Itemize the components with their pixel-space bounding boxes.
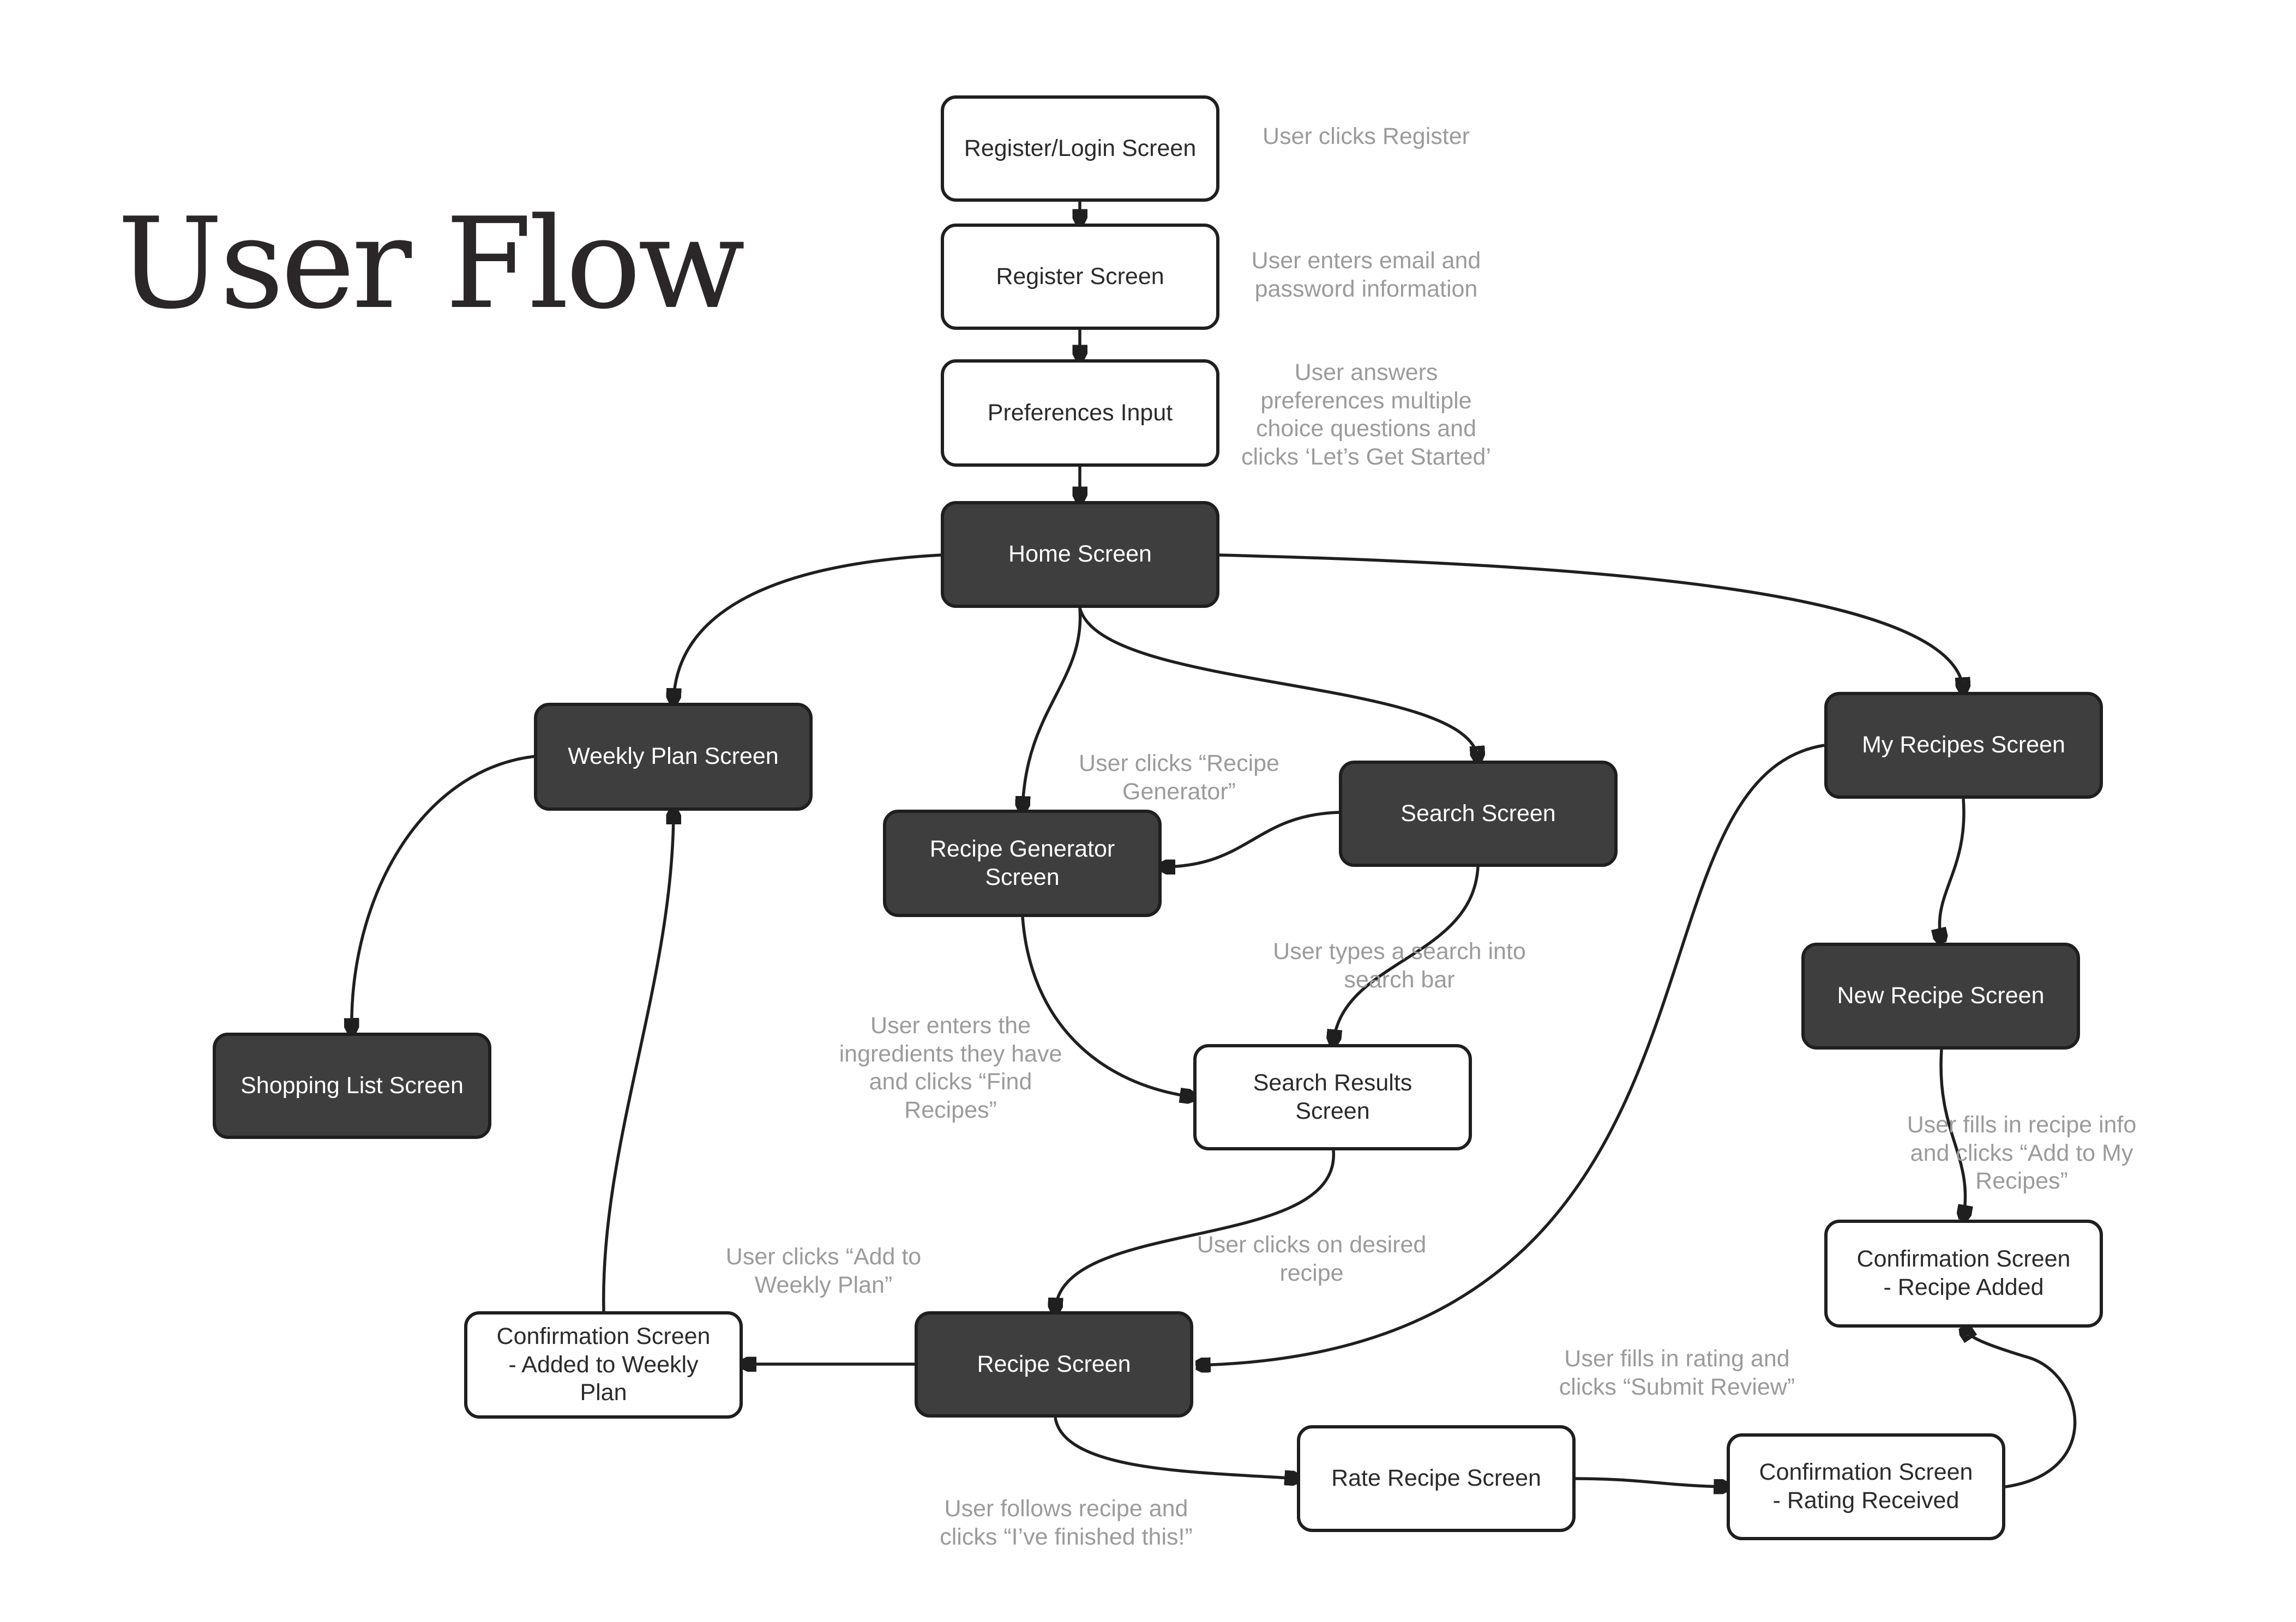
node-label: New Recipe Screen <box>1837 982 2045 1009</box>
edge-weekly-plan-return <box>602 811 674 1312</box>
node-search-results-screen: Search Results Screen <box>1193 1044 1472 1150</box>
note-clicks-add-weekly-plan: User clicks “Add to Weekly Plan” <box>725 1244 922 1298</box>
node-label: Home Screen <box>1008 541 1152 568</box>
edge-search-results-to-recipe <box>1055 1150 1335 1311</box>
edge-new-recipe-to-confirmation-recipe-added <box>1939 1049 1966 1219</box>
node-recipe-generator-screen: Recipe Generator Screen <box>883 810 1162 917</box>
note-enters-email-password: User enters email and password informati… <box>1251 248 1481 302</box>
note-answers-preferences: User answers preferences multiple choice… <box>1241 359 1492 470</box>
note-fills-recipe-info: User fills in recipe info and clicks “Ad… <box>1907 1112 2137 1195</box>
node-register-screen: Register Screen <box>941 224 1219 330</box>
edge-my-recipes-to-new-recipe <box>1939 798 1966 942</box>
node-label: Shopping List Screen <box>241 1072 464 1099</box>
node-label: My Recipes Screen <box>1862 732 2065 758</box>
node-rate-recipe-screen: Rate Recipe Screen <box>1297 1425 1576 1532</box>
node-my-recipes-screen: My Recipes Screen <box>1824 692 2103 799</box>
node-preferences-input: Preferences Input <box>941 359 1219 467</box>
node-label: Confirmation Screen - Recipe Added <box>1856 1246 2071 1300</box>
node-recipe-screen: Recipe Screen <box>915 1311 1193 1418</box>
node-label: Confirmation Screen - Added to Weekly Pl… <box>496 1323 711 1406</box>
node-confirmation-recipe-added: Confirmation Screen - Recipe Added <box>1824 1220 2103 1328</box>
node-label: Weekly Plan Screen <box>568 743 779 770</box>
node-weekly-plan-screen: Weekly Plan Screen <box>534 703 813 811</box>
edge-search-to-search-results <box>1333 866 1480 1043</box>
node-label: Register/Login Screen <box>964 135 1197 161</box>
edge-home-to-weekly-plan <box>674 553 941 702</box>
node-confirmation-added-to-weekly-plan: Confirmation Screen - Added to Weekly Pl… <box>464 1311 743 1419</box>
edge-search-to-recipe-generator <box>1162 811 1339 867</box>
note-clicks-desired-recipe: User clicks on desired recipe <box>1197 1232 1427 1286</box>
edge-confirmation-rating-to-confirmation-recipe-added <box>1963 1328 2077 1488</box>
note-clicks-register: User clicks Register <box>1263 123 1470 149</box>
node-home-screen: Home Screen <box>941 501 1219 608</box>
edge-home-to-my-recipes <box>1219 553 1963 691</box>
edge-home-to-recipe-generator <box>1023 607 1082 810</box>
node-label: Rate Recipe Screen <box>1331 1465 1541 1492</box>
node-register-login-screen: Register/Login Screen <box>941 95 1219 202</box>
page-title: User Flow <box>117 191 746 337</box>
note-fills-rating: User fills in rating and clicks “Submit … <box>1559 1346 1795 1400</box>
node-label: Preferences Input <box>987 399 1173 426</box>
note-follows-recipe: User follows recipe and clicks “I’ve fin… <box>940 1496 1193 1550</box>
edge-recipe-to-rate-recipe <box>1054 1417 1298 1479</box>
note-types-search: User types a search into search bar <box>1273 938 1526 993</box>
node-confirmation-rating-received: Confirmation Screen - Rating Received <box>1727 1433 2005 1540</box>
node-label: Search Results Screen <box>1253 1069 1413 1124</box>
node-label: Recipe Screen <box>977 1350 1131 1377</box>
edge-weekly-plan-to-shopping-list <box>352 755 537 1032</box>
node-label: Recipe Generator Screen <box>929 835 1115 890</box>
edge-rate-recipe-to-confirmation-rating <box>1575 1477 1727 1487</box>
node-label: Register Screen <box>996 263 1164 290</box>
node-search-screen: Search Screen <box>1339 761 1618 867</box>
node-new-recipe-screen: New Recipe Screen <box>1801 943 2080 1050</box>
node-label: Confirmation Screen - Rating Received <box>1759 1459 1973 1514</box>
edge-my-recipes-to-recipe <box>1197 744 1825 1365</box>
edge-home-to-search <box>1078 607 1478 759</box>
note-clicks-recipe-generator: User clicks “Recipe Generator” <box>1079 750 1279 805</box>
node-label: Search Screen <box>1401 800 1556 827</box>
note-enters-ingredients: User enters the ingredients they have an… <box>839 1012 1062 1123</box>
edge-recipe-generator-to-search-results <box>1021 916 1193 1097</box>
node-shopping-list-screen: Shopping List Screen <box>213 1033 491 1139</box>
